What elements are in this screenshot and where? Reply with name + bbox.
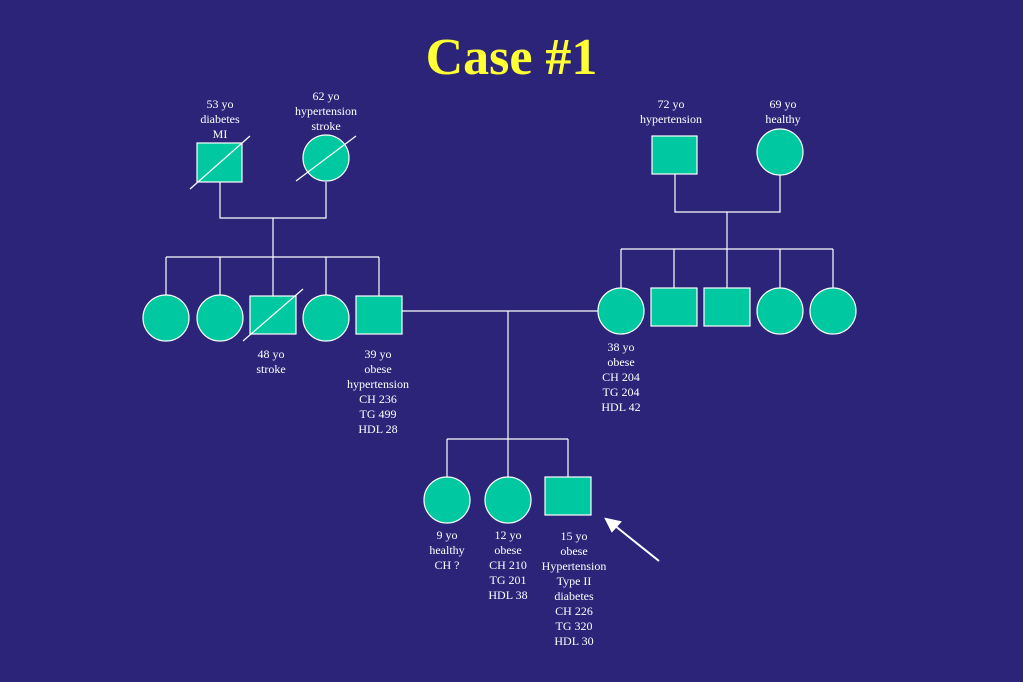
children-drops [446, 439, 569, 477]
maternal-grandparents-couple-line [674, 174, 781, 213]
paternal-grandfather-deceased-slash [189, 135, 251, 190]
maternal-aunt-1-circle [756, 287, 804, 335]
maternal-aunt-2-circle [809, 287, 857, 335]
maternal-uncle-1-square [650, 287, 698, 327]
proband-square [544, 476, 592, 516]
father-square [355, 295, 403, 335]
page-title: Case #1 [425, 29, 598, 86]
paternal-grandparents-couple-line [219, 182, 327, 219]
maternal-grandmother-circle [756, 128, 804, 176]
paternal-aunt-1-circle [142, 294, 190, 342]
proband-arrow [604, 517, 660, 562]
child-2-circle [484, 476, 532, 524]
paternal-aunt-2-circle [196, 294, 244, 342]
paternal-uncle-deceased-slash [242, 288, 304, 342]
maternal-uncle-2-square [703, 287, 751, 327]
maternal-grandfather-square [651, 135, 698, 175]
child-1-circle [423, 476, 471, 524]
paternal-aunt-3-circle [302, 294, 350, 342]
paternal-sibling-drops [165, 257, 380, 296]
mother-circle [597, 287, 645, 335]
paternal-grandmother-deceased-slash [295, 135, 357, 182]
maternal-sibling-drops [620, 249, 834, 288]
pedigree-lines [165, 174, 834, 477]
